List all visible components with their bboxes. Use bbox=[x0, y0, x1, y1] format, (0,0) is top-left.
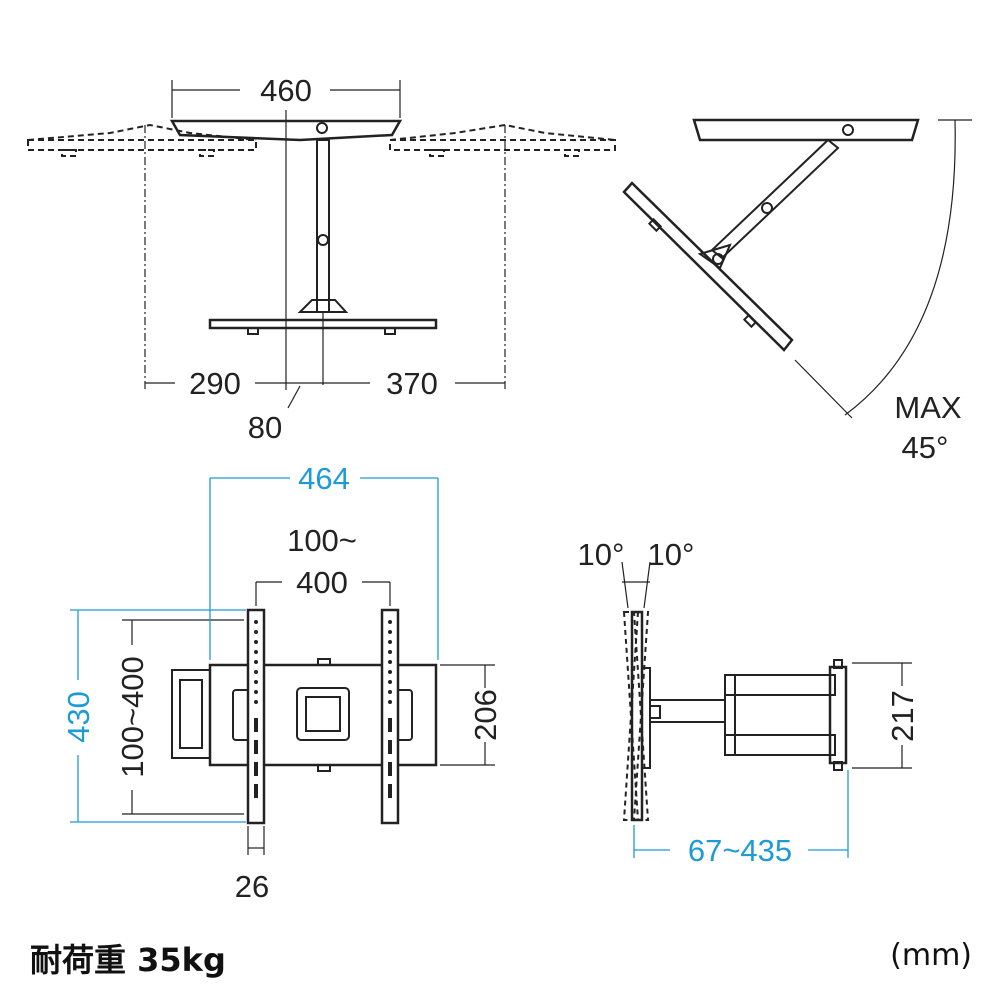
swing-view-angle-label: 45° bbox=[902, 430, 949, 465]
front-view-vesa-h-label-line2: 400 bbox=[296, 565, 348, 600]
front-view-plate-height-label: 206 bbox=[468, 689, 503, 741]
front-view-rail-left bbox=[246, 608, 266, 825]
top-view bbox=[27, 80, 616, 409]
side-view-blue-dimensions bbox=[633, 770, 849, 858]
swing-view bbox=[622, 118, 972, 419]
front-view-vesa-v-label: 100~400 bbox=[115, 656, 150, 778]
side-view-tilt-right-label: 10° bbox=[648, 537, 695, 572]
top-view-left-offset-label: 290 bbox=[189, 366, 241, 401]
front-view-rail-holes bbox=[254, 620, 392, 798]
top-view-right-offset-label: 370 bbox=[386, 366, 438, 401]
side-view-tv-rail bbox=[630, 610, 644, 822]
swing-view-wall-plate bbox=[692, 118, 920, 142]
side-view-plate-height-label: 217 bbox=[885, 690, 920, 742]
front-view-height-label: 430 bbox=[61, 691, 96, 743]
top-view-arm bbox=[316, 139, 330, 313]
swing-view-max-label: MAX bbox=[894, 390, 962, 425]
front-view-vesa-h-label-line1: 100~ bbox=[287, 523, 357, 558]
top-view-width-label: 460 bbox=[260, 73, 312, 108]
side-view-tilt-ghosts bbox=[622, 611, 650, 821]
front-view-rail-right bbox=[380, 608, 400, 825]
front-view-wall-plate bbox=[208, 663, 438, 767]
side-view-wall-plate bbox=[828, 665, 848, 765]
side-view-arm bbox=[649, 699, 726, 723]
front-view-rail-width-label: 26 bbox=[235, 869, 269, 904]
top-view-swing-ghosts bbox=[27, 123, 616, 157]
top-view-depth-label: 80 bbox=[248, 410, 282, 445]
unit-label: (mm) bbox=[890, 938, 972, 973]
front-view-width-label: 464 bbox=[298, 461, 350, 496]
side-view-tilt-left-label: 10° bbox=[578, 537, 625, 572]
top-view-tv-plate bbox=[169, 119, 403, 142]
front-view-blue-dimensions bbox=[70, 477, 439, 823]
side-view-extension-label: 67~435 bbox=[688, 833, 792, 868]
swing-view-tv-plate bbox=[622, 181, 794, 352]
load-capacity-label: 耐荷重 35kg bbox=[30, 941, 226, 979]
front-view bbox=[122, 581, 495, 855]
side-view bbox=[621, 561, 912, 822]
swing-view-arm bbox=[710, 138, 840, 260]
